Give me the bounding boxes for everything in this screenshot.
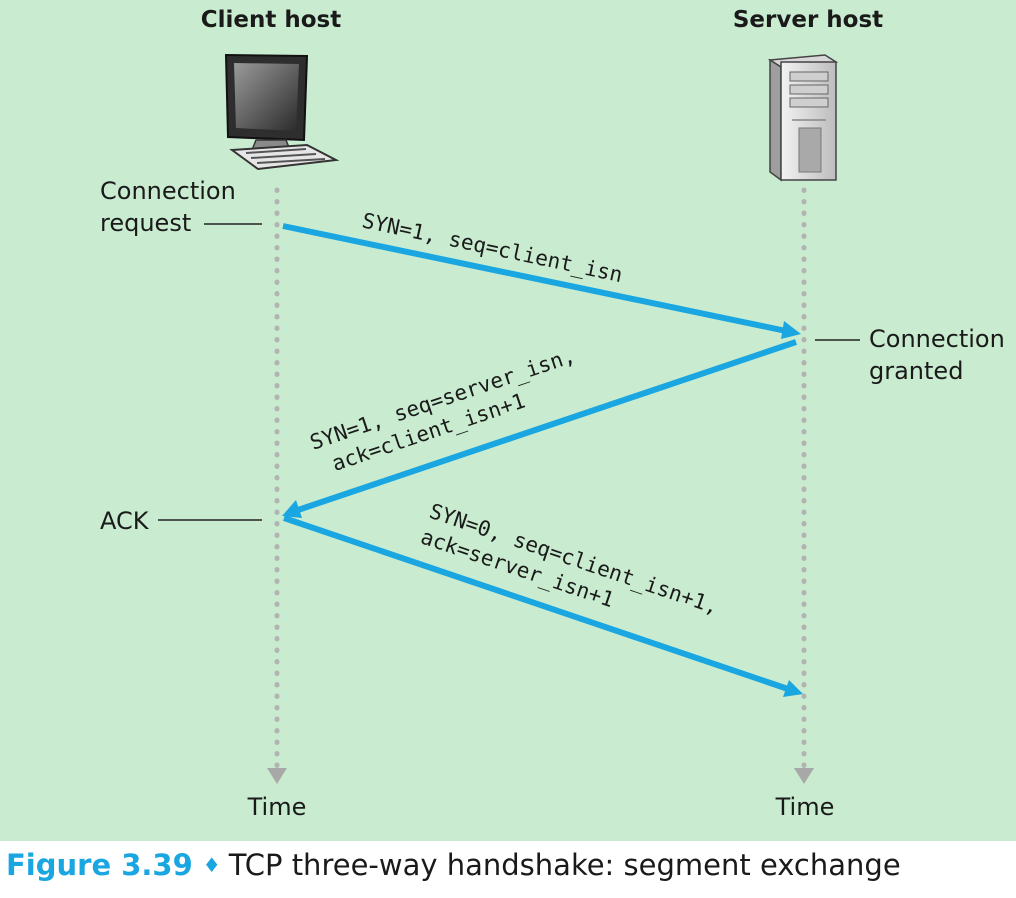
synack-segment-arrow [282,339,797,518]
syn-segment-arrow [282,223,801,339]
server-host-title: Server host [733,7,883,33]
connection-granted-label-line2: granted [869,357,963,385]
connection-request-label-line1: Connection [100,177,236,205]
server-timeline [794,187,814,784]
server-tower-icon [767,54,839,182]
client-time-arrowhead [267,768,287,784]
connection-granted-label-line1: Connection [869,325,1005,353]
connection-request-label-line2: request [100,209,191,237]
connection-request-annotation: Connection request [100,177,262,237]
server-time-arrowhead [794,768,814,784]
ack-segment-arrow [283,515,803,697]
client-time-label: Time [247,793,307,821]
desktop-computer-icon [224,53,340,171]
caption-text: TCP three-way handshake: segment exchang… [228,848,901,882]
client-host-title: Client host [201,7,341,33]
client-timeline [267,187,287,784]
handshake-diagram: Client host Server host Time Time Connec… [0,0,1016,841]
server-time-label: Time [775,793,835,821]
diamond-icon: ♦ [202,853,221,877]
figure-caption: Figure 3.39 ♦ TCP three-way handshake: seg… [6,848,901,894]
ack-label: ACK [100,507,150,535]
connection-granted-annotation: Connection granted [815,325,1005,385]
figure-number: Figure 3.39 [6,848,193,882]
ack-annotation: ACK [100,507,262,535]
